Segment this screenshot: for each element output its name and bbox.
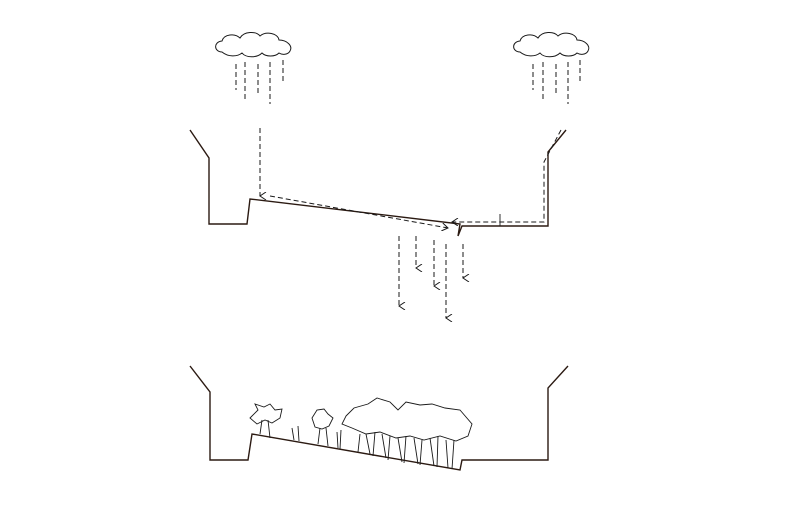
surface-runoff-arrow (269, 195, 448, 228)
rain-cloud-icon (513, 32, 590, 104)
ground-profile-bottom (189, 365, 569, 471)
tree-canopy-icon (341, 397, 473, 470)
slope-runoff-arrow (452, 129, 562, 222)
ground-profile-top (189, 129, 567, 237)
rain-cloud-icon (215, 32, 292, 104)
shrub-icon (249, 403, 283, 439)
grass-icon (291, 425, 342, 450)
bottom-panel (189, 365, 569, 471)
shrub-icon (311, 408, 334, 447)
top-panel (189, 32, 590, 318)
